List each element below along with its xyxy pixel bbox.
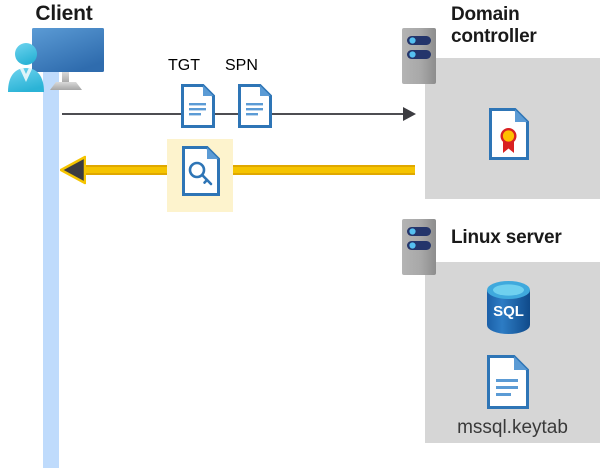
request-arrowhead-icon — [403, 107, 416, 121]
sql-database-icon: SQL — [483, 280, 534, 335]
document-icon — [181, 84, 215, 133]
reply-arrowhead-icon — [59, 155, 87, 185]
spn-label: SPN — [225, 57, 258, 74]
client-title: Client — [35, 2, 93, 25]
keytab-filename-label: mssql.keytab — [457, 417, 568, 438]
reply-arrow-line — [78, 165, 415, 175]
key-document-icon — [182, 146, 220, 196]
svg-text:SQL: SQL — [493, 303, 524, 320]
server-rack-icon — [402, 219, 436, 275]
document-icon — [238, 84, 272, 133]
server-rack-icon — [402, 28, 436, 84]
tgt-label: TGT — [168, 57, 200, 74]
client-lifeline — [43, 62, 59, 468]
linux-server-title: Linux server — [451, 227, 562, 248]
request-arrow-line — [62, 113, 407, 115]
domain-controller-title-line2: controller — [451, 26, 537, 48]
certificate-document-icon — [489, 108, 529, 160]
document-icon — [487, 355, 529, 409]
domain-controller-title-line1: Domain — [451, 4, 520, 25]
workstation-user-icon — [6, 26, 114, 98]
